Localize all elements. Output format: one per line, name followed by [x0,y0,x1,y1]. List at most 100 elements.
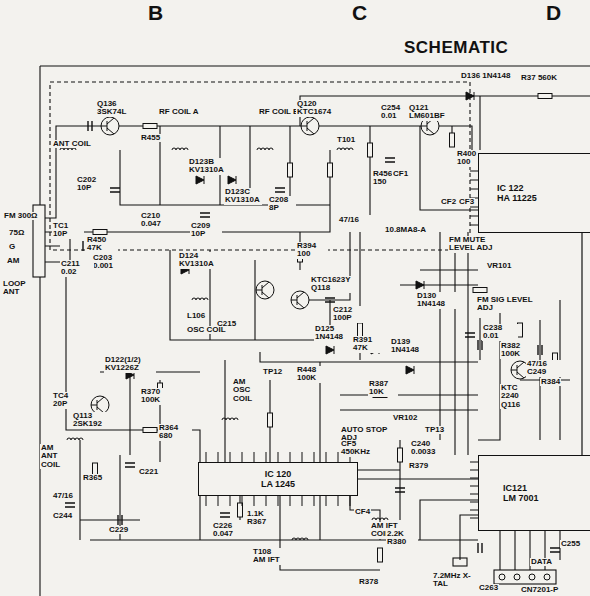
ic-pin [470,478,478,479]
signal-wire [358,478,478,479]
coil-symbol [372,518,388,520]
transistor-leads [101,118,114,134]
resistor-symbol [358,323,363,337]
crystal-symbol [453,558,467,566]
coil-symbol [222,418,238,420]
part-label: C229 [108,526,129,534]
part-label: CF5 450KHz [340,440,386,457]
coil-symbol [337,148,353,150]
capacitor-symbol [465,333,475,337]
part-label: D125 1N4148 [314,325,356,342]
ic-pin [470,470,478,471]
part-label: DATA [530,558,553,566]
part-label: CF4 [354,508,371,516]
transistor-symbol [291,291,309,309]
part-label: TP12 [262,368,283,376]
part-label: CN7201-P [520,586,559,594]
part-label: T101 [336,136,356,144]
fm-frontend-shield [50,82,470,250]
part-label: CF2 [440,198,457,206]
part-label: C226 0.047 [212,522,244,539]
transistor-leads [301,118,314,134]
part-label: C210 0.047 [140,212,172,229]
part-label: R455 [140,134,161,142]
connector-pin [499,574,505,580]
coil-symbol [67,438,83,440]
part-label: L106 [186,312,206,320]
signal-wire [581,233,582,455]
part-label: C211 0.02 [60,260,94,277]
ic-number: IC121 [503,483,527,493]
connector-pin [514,574,520,580]
part-label: R387 10K [368,380,398,397]
resistor-symbol [268,413,273,427]
part-label: KTC1623Y Q118 [310,276,352,293]
ic-type: LA 1245 [261,479,295,489]
part-label: D139 1N4148 [390,338,432,355]
part-label: R364 680 [158,424,192,441]
part-label: C263 [478,584,499,592]
part-label: VR102 [392,414,418,422]
part-label: AM ANT COIL [40,444,70,469]
resistor-symbol [378,548,383,562]
part-label: Q113 2SK192 [72,412,110,429]
coil-symbol [172,148,188,150]
part-label: RF COIL B [258,108,300,116]
resistor-symbol [473,288,487,293]
part-label: KTC 2240 Q116 [500,384,538,409]
part-label: 47/16 [52,492,74,500]
part-label: RF COIL A [158,108,200,116]
diode-symbol [406,366,414,374]
output-connector [494,570,556,584]
rf-signal-wire [45,126,472,300]
grid-letter: C [350,2,369,23]
diode-symbol [466,92,474,100]
diagram-title: SCHEMATIC [404,38,508,58]
capacitor-symbol [110,188,120,192]
part-label: R394 100 [296,242,328,259]
part-label: FM SIG LEVEL ADJ [476,296,548,313]
resistor-symbol [368,143,373,157]
part-label: TP13 [424,426,445,434]
capacitor-symbol [118,515,122,525]
ic-pin [470,189,478,190]
part-label: C212 100P [332,306,364,323]
part-label: Q121 LM601BF [408,104,454,121]
part-label: CF3 [458,198,475,206]
connector-pin [544,574,550,580]
part-label: 47/16 C249 [526,360,564,377]
part-label: R370 100K [140,388,174,405]
part-label: 75Ω [8,229,25,237]
transistor-leads [511,362,524,378]
capacitor-symbol [125,463,135,467]
diode-symbol [326,346,334,354]
part-label: D136 1N4148 [460,72,514,80]
transistor-leads [256,282,269,298]
am-if-wire [225,360,478,520]
ic-box: IC121LM 7001 [478,455,590,531]
resistor-symbol [143,428,157,433]
part-label: C209 10P [190,222,222,239]
ic-type: LM 7001 [503,493,539,503]
part-label: 47/16 [338,216,360,224]
part-label: R37 560K [520,74,568,82]
am-rf-wire [45,262,200,540]
part-label: ANT COIL [52,140,92,148]
resistor-symbol [538,94,552,99]
part-label: C203 0.001 [92,254,132,271]
coil-symbol [192,298,208,300]
ic-pin [470,225,478,226]
resistor-symbol [398,448,403,462]
part-label: C202 10P [76,176,108,193]
part-label: C244 [52,512,73,520]
control-bus [260,232,480,455]
capacitor-symbol [65,503,75,507]
ic-pin [470,518,478,519]
fm-sig-wire [478,300,570,440]
ic-pin [470,502,478,503]
part-label: OSC COIL [186,326,227,334]
part-label: LOOP ANT [2,280,38,297]
part-label: D123C KV1310A [224,188,262,205]
ic-pin [470,462,478,463]
